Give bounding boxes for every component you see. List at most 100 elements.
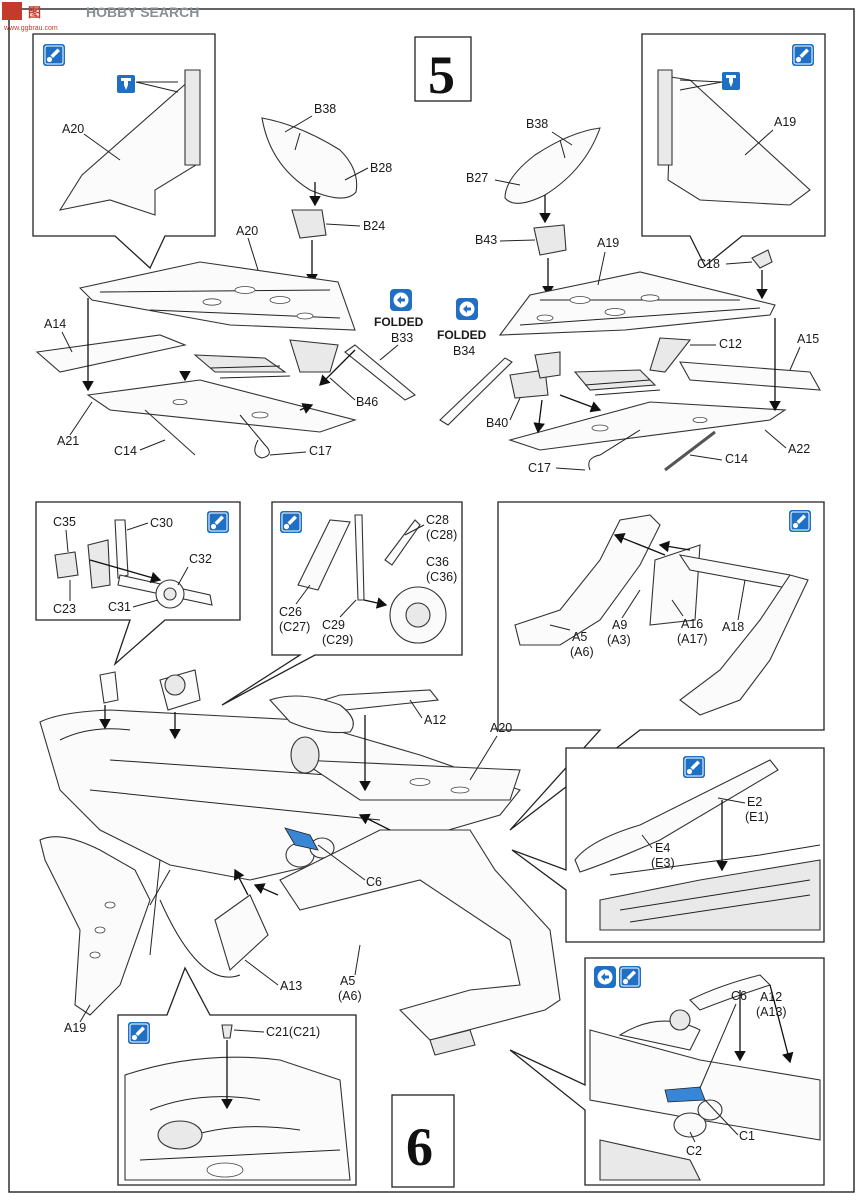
inset-fuselage-detail: C21(C21) [117,966,357,1186]
label-a21: A21 [57,434,79,448]
label-a20-wing: A20 [236,224,258,238]
label-a5-main: A5 [340,974,355,988]
pylon-b43 [533,224,567,256]
inset-nose-gear: C35 C30 C32 C23 C31 [35,501,241,667]
label-b38-right: B38 [526,117,548,131]
paint-icon [42,43,66,67]
label-a20-main: A20 [490,721,512,735]
label-c14-right: C14 [725,452,748,466]
part-c18 [751,249,773,269]
paint-icon [127,1021,151,1045]
inset-drop-tank: E2 (E1) E4 (E3) [511,747,825,943]
label-a14: A14 [44,317,66,331]
paint-icon [206,510,230,534]
label-a13-main: A13 [280,979,302,993]
label-a22: A22 [788,442,810,456]
label-b28: B28 [370,161,392,175]
inset-folded-wing: C6 A12 (A13) C1 C2 [509,957,825,1186]
label-e2: E2 [747,795,762,809]
label-e1: (E1) [745,810,769,824]
label-b40: B40 [486,416,508,430]
tail-a19-main [39,836,151,1016]
label-a18: A18 [722,620,744,634]
label-a3: (A3) [607,633,631,647]
step-6-box [391,1094,455,1188]
label-c32: C32 [189,552,212,566]
label-b33: B33 [391,331,413,345]
drop-tank-b27 [504,127,601,204]
glue-icon [117,75,135,93]
label-a19-main: A19 [64,1021,86,1035]
flap-gear-part [193,354,287,373]
part-a13-main [214,894,269,972]
wing-upper-a19 [498,271,776,336]
glue-icon [722,72,740,90]
boom-a5 [514,514,661,646]
label-b38-left: B38 [314,102,336,116]
door-c26 [297,519,351,591]
exhaust-folded-2 [697,1099,723,1121]
watermark-brand: HOBBY SEARCH [86,4,199,20]
label-a19-inset: A19 [774,115,796,129]
paint-icon [279,510,303,534]
drop-tank-b28 [261,117,358,199]
part-c23 [54,551,79,579]
fold-icon [390,289,412,311]
boom-a5-main [279,829,561,1041]
part-c12 [649,337,692,373]
label-a17: (A17) [677,632,708,646]
label-c18: C18 [697,257,720,271]
paint-icon [682,755,706,779]
step-5-box [414,36,472,102]
wing-section-inset [599,859,821,931]
paint-icon [788,509,812,533]
inset-a20-left: A20 [32,33,216,270]
part-c30 [114,519,129,579]
wing-lower-a22 [508,401,787,451]
label-c30: C30 [150,516,173,530]
label-a15: A15 [797,332,819,346]
boom-a16 [679,574,809,716]
flap-a14 [35,334,187,373]
label-c6-main: C6 [366,875,382,889]
inset-a19-right: A19 [641,33,826,268]
label-b46: B46 [356,395,378,409]
wing-upper-a20 [78,261,356,331]
label-b27: B27 [466,171,488,185]
label-c14-left: C14 [114,444,137,458]
inset-tail-boom: A5 (A6) A9 (A3) A16 (A17) A18 [497,501,825,831]
label-c27: (C27) [279,620,310,634]
flap-a15 [679,361,821,391]
part-c6-folded [664,1086,706,1103]
label-c35: C35 [53,515,76,529]
label-c28: C28 [426,513,449,527]
part-b46 [289,339,339,373]
fuselage-detail [124,1056,351,1181]
label-c26: C26 [279,605,302,619]
paint-icon [791,43,815,67]
label-a12-main: A12 [424,713,446,727]
drop-tank-main [269,695,354,734]
paint-icon [618,965,642,989]
fold-icon [594,966,616,988]
label-a16: A16 [681,617,703,631]
wing-assembly-right: A19 C18 A15 C12 FOLDED B34 B40 A22 C17 [437,236,821,475]
flap-gear-part-right [573,369,657,391]
nose-gear-assembled [99,671,119,704]
fold-icon [456,298,478,320]
wing-folded [589,1029,821,1141]
wing-assembly-left: A20 A14 FOLDED B33 B46 A21 C14 C17 [35,224,424,459]
page-frame [8,8,855,1193]
label-a20-inset: A20 [62,122,84,136]
wing-lower-a21 [86,379,357,433]
part-b34 [439,357,513,426]
main-aircraft-assembly: A12 A20 C6 A5 (A6) A13 A19 [39,669,561,1056]
label-c21: C21(C21) [266,1025,320,1039]
label-c36b: (C36) [426,570,457,584]
label-c29: C29 [322,618,345,632]
label-a6-inset: (A6) [570,645,594,659]
label-b43: B43 [475,233,497,247]
folded-label-left: FOLDED [374,315,424,329]
label-c17-right: C17 [528,461,551,475]
